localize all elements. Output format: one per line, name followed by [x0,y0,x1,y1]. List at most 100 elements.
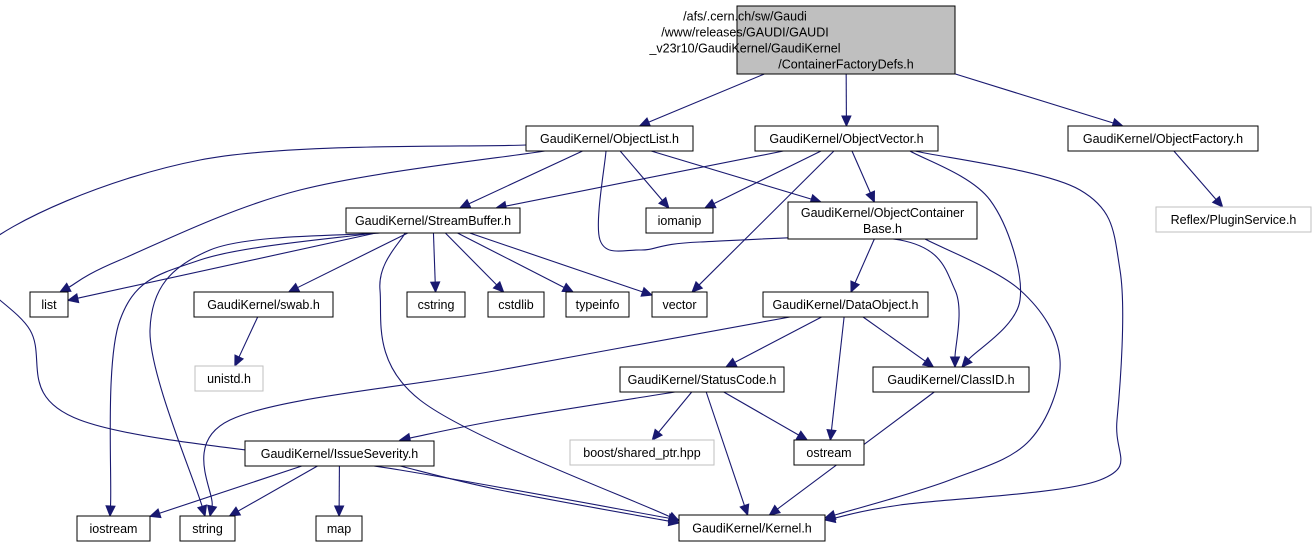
node-box [76,515,151,542]
edge-statuscode-to-kernel [705,391,750,517]
node-objectlist[interactable]: GaudiKernel/ObjectList.h [525,125,694,152]
node-string[interactable]: string [179,515,236,542]
edge-streambuffer-to-typeinfo-line [457,232,565,288]
node-label: GaudiKernel/ObjectContainer [801,206,964,220]
node-unistd[interactable]: unistd.h [194,365,264,392]
edge-classid-to-kernel-arrowhead [768,504,781,516]
edge-dataobject-to-string [203,316,791,518]
node-box [179,515,236,542]
node-label: GaudiKernel/ObjectList.h [540,132,679,146]
edge-dataobject-to-ostream-line [830,316,845,431]
node-ostream[interactable]: ostream [793,439,865,466]
edge-objectlist-to-objcontbase [650,150,823,205]
edge-objectlist-to-iomanip [619,150,670,209]
edge-issueseverity-to-string-line [237,465,318,512]
edge-streambuffer-to-list [66,232,376,304]
edge-root-to-objectfactory-line [954,73,1114,124]
edge-objcontbase-to-kernel-line [834,238,1061,516]
node-pluginservice[interactable]: Reflex/PluginService.h [1155,206,1312,233]
node-iostream[interactable]: iostream [76,515,151,542]
edge-issueseverity-to-map [333,465,345,518]
node-issueseverity[interactable]: GaudiKernel/IssueSeverity.h [244,440,435,467]
node-label: Base.h [863,222,902,236]
node-box [525,125,694,152]
edge-streambuffer-to-list-arrowhead [66,292,80,304]
node-dataobject[interactable]: GaudiKernel/DataObject.h [762,291,929,318]
node-label: map [327,522,351,536]
edge-objcontbase-to-dataobject-arrowhead [850,280,861,294]
node-label: iostream [90,522,138,536]
edge-swab-to-unistd-line [238,316,259,358]
edge-streambuffer-to-cstdlib [444,232,505,293]
node-box [645,207,714,234]
edge-dataobject-to-string-line [203,316,791,507]
edge-root-to-objectlist-arrowhead [638,117,652,127]
node-kernel[interactable]: GaudiKernel/Kernel.h [678,514,826,542]
edge-root-to-objectvector [841,73,852,128]
edge-objectlist-to-streambuffer-line [468,150,583,205]
edge-objectvector-to-kernel-line [834,150,1124,519]
edge-issueseverity-to-iostream [148,465,303,519]
edge-objectfactory-to-pluginservice-line [1173,150,1217,200]
edge-objcontbase-to-kernel [823,238,1061,520]
edge-root-to-objectlist-line [648,73,765,123]
node-root[interactable]: /afs/.cern.ch/sw/Gaudi/www/releases/GAUD… [648,5,956,75]
edge-statuscode-to-sharedptr [651,391,693,441]
edge-root-to-objectlist [638,73,765,127]
node-box [194,365,264,392]
node-label: cstring [418,298,455,312]
edge-statuscode-to-ostream-arrowhead [795,430,809,441]
node-cstdlib[interactable]: cstdlib [487,291,545,318]
node-swab[interactable]: GaudiKernel/swab.h [193,291,334,318]
edge-dataobject-to-statuscode-arrowhead [724,357,738,368]
node-streambuffer[interactable]: GaudiKernel/StreamBuffer.h [345,207,521,234]
edge-statuscode-to-issueseverity [398,391,676,444]
node-box [406,291,466,318]
edge-dataobject-to-string-arrowhead [206,504,218,518]
node-label: string [192,522,223,536]
node-box [487,291,545,318]
node-iomanip[interactable]: iomanip [645,207,714,234]
node-label: vector [662,298,696,312]
node-classid[interactable]: GaudiKernel/ClassID.h [872,366,1030,393]
edge-streambuffer-to-cstring-line [432,232,436,283]
edge-streambuffer-to-vector [469,232,654,297]
edge-streambuffer-to-vector-arrowhead [640,286,654,297]
edge-streambuffer-to-kernel-line [379,232,671,518]
edge-streambuffer-to-cstdlib-line [444,232,498,286]
edge-issueseverity-to-iostream-arrowhead [148,508,162,519]
edge-streambuffer-to-iostream-arrowhead [105,505,116,518]
edge-streambuffer-to-typeinfo-arrowhead [561,282,575,293]
edge-issueseverity-to-iostream-line [159,465,303,514]
edge-objectlist-to-classid-arrowhead [949,356,961,369]
node-box [651,291,708,318]
edge-streambuffer-to-string-line [149,232,381,507]
node-label: GaudiKernel/Kernel.h [692,522,812,536]
edge-objectvector-to-objcontbase-line [851,150,871,194]
node-box [619,366,785,393]
node-list[interactable]: list [29,291,69,318]
edge-dataobject-to-classid-arrowhead [921,356,935,368]
node-box [565,291,630,318]
node-cstring[interactable]: cstring [406,291,466,318]
node-sharedptr[interactable]: boost/shared_ptr.hpp [569,439,715,466]
edge-objectvector-to-streambuffer-line [505,150,784,207]
node-map[interactable]: map [315,515,363,542]
edge-streambuffer-to-cstring [429,232,441,294]
edge-objcontbase-to-dataobject-line [854,238,875,284]
edge-dataobject-to-classid-line [862,316,926,362]
node-statuscode[interactable]: GaudiKernel/StatusCode.h [619,366,785,393]
edge-statuscode-to-issueseverity-line [409,391,676,439]
edges-layer [0,73,1224,527]
node-label: ostream [806,446,851,460]
node-objectfactory[interactable]: GaudiKernel/ObjectFactory.h [1067,125,1259,152]
node-typeinfo[interactable]: typeinfo [565,291,630,318]
edge-streambuffer-to-swab-arrowhead [287,282,301,293]
node-objectvector[interactable]: GaudiKernel/ObjectVector.h [754,125,939,152]
edge-objectfactory-to-pluginservice [1173,150,1224,208]
edge-statuscode-to-kernel-line [705,391,745,506]
edge-objectvector-to-classid-line [909,150,1022,360]
edge-root-to-objectvector-arrowhead [841,115,852,128]
node-vector[interactable]: vector [651,291,708,318]
